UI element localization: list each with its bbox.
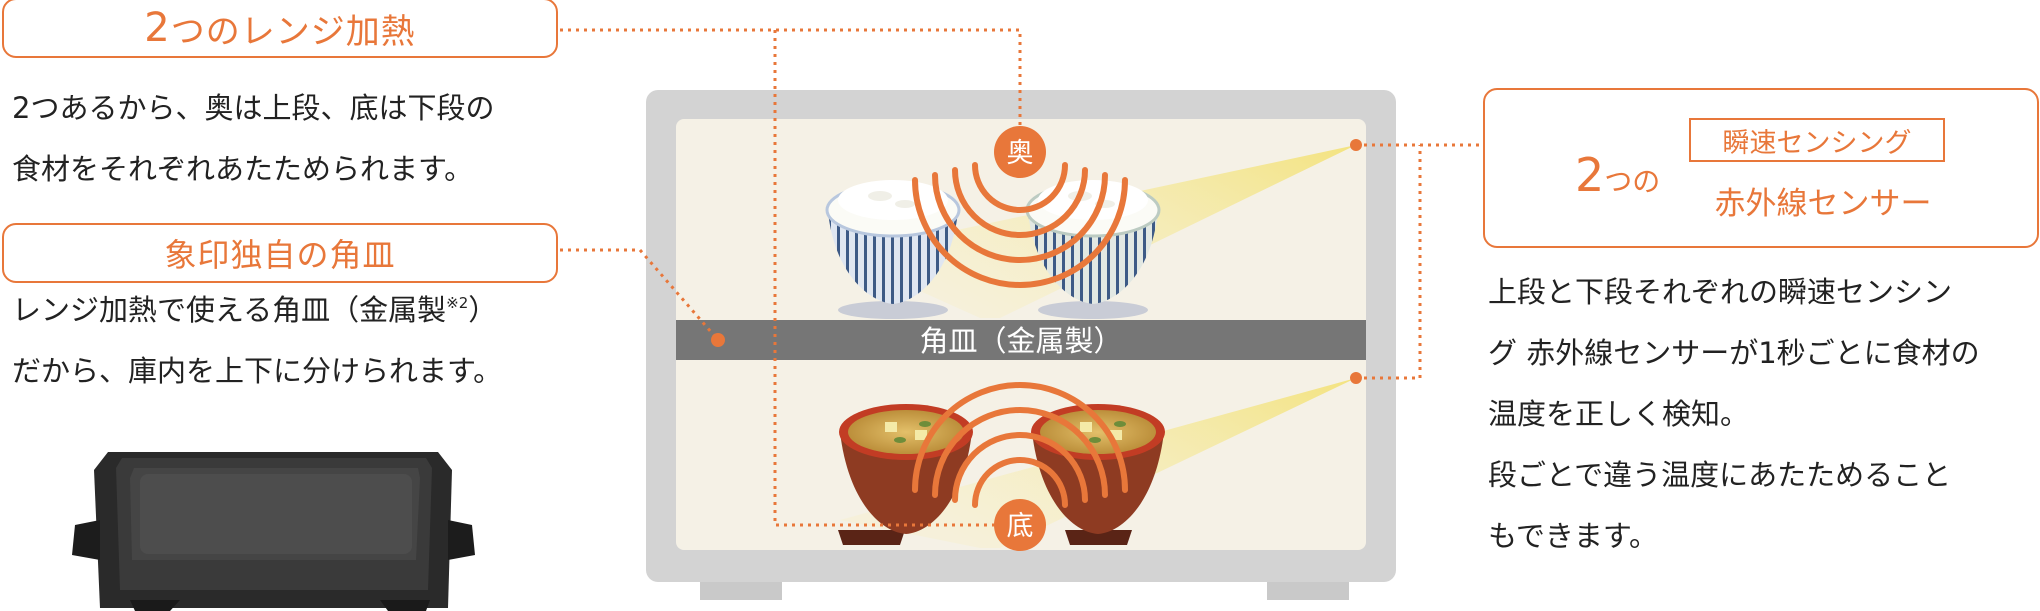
oven-leg-right	[1267, 582, 1349, 600]
sensor-description: 上段と下段それぞれの瞬速センシン グ 赤外線センサーが1秒ごとに食材の 温度を正…	[1488, 262, 1980, 567]
desc-line: 食材をそれぞれあたためられます。	[12, 152, 474, 186]
microwave-waves-bottom	[912, 382, 1128, 508]
sensor-name: 赤外線センサー	[1714, 186, 1932, 222]
tray-title: 象印独自の角皿	[2, 223, 558, 283]
badge-back-bg	[994, 126, 1046, 178]
sensor-dot-top	[1350, 139, 1362, 151]
desc-line: もできます。	[1488, 519, 1658, 553]
tray-description: レンジ加熱で使える角皿（金属製※2） だから、庫内を上下に分けられます。	[12, 273, 502, 402]
title-text: つのレンジ加熱	[170, 11, 416, 52]
desc-line: だから、庫内を上下に分けられます。	[12, 354, 503, 388]
metal-tray-image	[72, 452, 475, 611]
leader-range-heating-vertical	[773, 30, 1020, 527]
sensor-count: 2つの	[1575, 148, 1661, 202]
badge-back: 奥	[1007, 138, 1034, 169]
badge-bottom: 底	[1007, 511, 1034, 542]
desc-line: 上段と下段それぞれの瞬速センシン	[1488, 275, 1953, 309]
desc-line: 2つあるから、奥は上段、底は下段の	[12, 91, 495, 125]
leader-lines	[560, 28, 1483, 527]
microwave-waves-top	[912, 162, 1128, 288]
desc-line: レンジ加熱で使える角皿（金属製※2）	[12, 293, 498, 327]
desc-line: グ 赤外線センサーが1秒ごとに食材の	[1488, 336, 1980, 370]
miso-bowl-right	[1031, 404, 1165, 545]
footnote-mark: ※2	[446, 294, 469, 312]
oven-leg-left	[700, 582, 782, 600]
tray-dot	[711, 333, 725, 347]
title-number: 2	[144, 5, 171, 51]
leader-sensor-lower	[1356, 145, 1422, 380]
metal-tray-shelf	[676, 320, 1366, 360]
shelf-label: 角皿（金属製）	[919, 324, 1122, 358]
leader-tray	[560, 248, 720, 341]
range-heating-description: 2つあるから、奥は上段、底は下段の 食材をそれぞれあたためられます。	[12, 78, 494, 200]
sensor-feature-box: 2つの 瞬速センシング 赤外線センサー	[1483, 88, 2039, 248]
desc-line: 温度を正しく検知。	[1488, 397, 1750, 431]
sensor-tag: 瞬速センシング	[1689, 118, 1945, 162]
sensor-dot-bottom	[1350, 372, 1362, 384]
badge-bottom-bg	[994, 499, 1046, 551]
desc-line: 段ごとで違う温度にあたためること	[1488, 458, 1952, 492]
leader-range-heating	[560, 28, 1022, 138]
